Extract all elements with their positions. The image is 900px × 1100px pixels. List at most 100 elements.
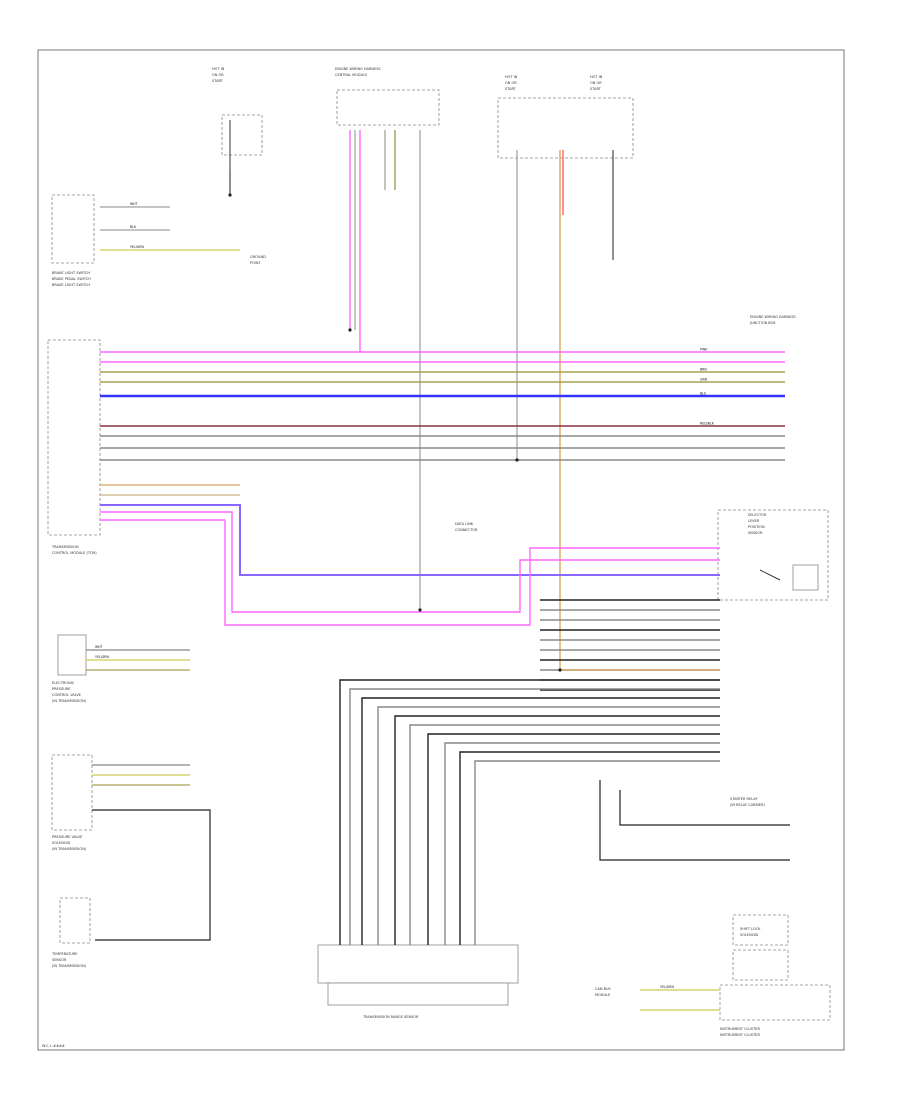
trs-wire-0 xyxy=(339,679,720,945)
splice-dot xyxy=(558,668,562,672)
trs-wire-8 xyxy=(459,751,720,945)
data-link-connector: DATA LINK CONNECTOR xyxy=(455,522,478,532)
svg-text:CONTROL MODULE (TCM): CONTROL MODULE (TCM) xyxy=(52,551,97,555)
svg-text:START: START xyxy=(505,87,517,91)
tcm-out-pink2 xyxy=(100,519,720,626)
svg-text:ENGINE WIRING HARNESS: ENGINE WIRING HARNESS xyxy=(335,67,381,71)
svg-text:(IN TRANSMISSION): (IN TRANSMISSION) xyxy=(52,699,87,703)
splice-dot xyxy=(228,193,232,197)
svg-text:LEVER: LEVER xyxy=(748,519,760,523)
trs-wire-9 xyxy=(474,760,720,945)
svg-text:JUNCTION BOX: JUNCTION BOX xyxy=(749,321,776,325)
wire-tags: WHT BLK YEL/GRN PINK BRN GRN BLU RED/BLK WHT YEL/… xyxy=(95,202,715,989)
temperature-sensor: TEMPERATURE SENSOR (IN TRANSMISSION) xyxy=(51,897,91,968)
svg-text:PRESSURE VALVE: PRESSURE VALVE xyxy=(52,835,82,839)
tcm-out-pink xyxy=(100,511,720,613)
trs-wire-7 xyxy=(444,742,720,945)
smart-junction-box: ENGINE WIRING HARNESS JUNCTION BOX xyxy=(749,315,796,325)
svg-text:HOT IN: HOT IN xyxy=(505,75,518,79)
svg-text:PRESSURE: PRESSURE xyxy=(52,687,70,691)
wires xyxy=(86,130,790,1011)
diagram-frame xyxy=(37,49,845,1051)
svg-text:ON OR: ON OR xyxy=(505,81,517,85)
svg-text:ELECTRONIC: ELECTRONIC xyxy=(52,681,75,685)
selector-lever-sensor: SELECTOR LEVER POSITION SENSOR xyxy=(717,509,829,601)
wire-color-label: GRN xyxy=(700,378,708,382)
electronic-pressure-valve: ELECTRONIC PRESSURE CONTROL VALVE (IN TR… xyxy=(52,634,87,703)
svg-text:STARTER RELAY: STARTER RELAY xyxy=(730,797,758,801)
splice-dot xyxy=(515,458,519,462)
splice-dot xyxy=(418,608,422,612)
trs-wire-1 xyxy=(349,688,720,945)
svg-text:DATA LINK: DATA LINK xyxy=(455,522,474,526)
ground-point: GROUND POINT xyxy=(250,255,266,265)
trs-wire-4 xyxy=(394,715,720,945)
fuse-box-right-b: HOT IN ON OR START xyxy=(590,75,603,91)
splice-dot xyxy=(348,328,352,332)
wire-color-label: WHT xyxy=(130,202,138,206)
pressure-valve-2: PRESSURE VALVE SOLENOID (IN TRANSMISSION… xyxy=(51,754,93,851)
svg-text:SOLENOID: SOLENOID xyxy=(52,841,71,845)
fuse-box-left: HOT IN ON OR START xyxy=(212,67,263,195)
wire-color-label: WHT xyxy=(95,645,103,649)
instrument-cluster: INSTRUMENT CLUSTER INSTRUMENT CLUSTER xyxy=(719,984,831,1037)
svg-text:SELECTOR: SELECTOR xyxy=(748,513,767,517)
page-code: W.C.I.-#### xyxy=(42,1044,65,1048)
wire-color-label: YEL/GRN xyxy=(660,985,674,989)
wire-color-label: PINK xyxy=(700,348,708,352)
svg-text:TEMPERATURE: TEMPERATURE xyxy=(51,952,77,956)
svg-text:BRAKE PEDAL SWITCH: BRAKE PEDAL SWITCH xyxy=(52,277,91,281)
svg-text:BRAKE LIGHT SWITCH: BRAKE LIGHT SWITCH xyxy=(52,283,90,287)
svg-text:ON OR: ON OR xyxy=(212,73,224,77)
svg-text:CONNECTOR: CONNECTOR xyxy=(455,528,478,532)
svg-text:(IN TRANSMISSION): (IN TRANSMISSION) xyxy=(52,847,87,851)
svg-text:(IN RELAY CARRIER): (IN RELAY CARRIER) xyxy=(730,803,766,807)
temp-loop xyxy=(92,809,211,941)
svg-text:CONTROL VALVE: CONTROL VALVE xyxy=(52,693,81,697)
wire-color-label: RED/BLK xyxy=(700,422,715,426)
svg-text:TRANSMISSION RANGE SENSOR: TRANSMISSION RANGE SENSOR xyxy=(362,1015,419,1019)
svg-text:SHIFT LOCK: SHIFT LOCK xyxy=(740,927,761,931)
starter-return xyxy=(599,780,790,861)
svg-text:HOT IN: HOT IN xyxy=(212,67,225,71)
brake-light-switch: BRAKE LIGHT SWITCH BRAKE PEDAL SWITCH BR… xyxy=(51,194,95,287)
trs-wire-5 xyxy=(409,724,720,945)
wire-color-label: YEL/GRN xyxy=(130,245,144,249)
svg-text:START: START xyxy=(212,79,224,83)
svg-text:CENTRAL MODULE: CENTRAL MODULE xyxy=(335,73,367,77)
trs-wire-2 xyxy=(361,697,720,945)
starter-relay: STARTER RELAY (IN RELAY CARRIER) xyxy=(730,797,766,807)
svg-text:ENGINE WIRING HARNESS: ENGINE WIRING HARNESS xyxy=(750,315,796,319)
svg-text:INSTRUMENT CLUSTER: INSTRUMENT CLUSTER xyxy=(720,1033,760,1037)
trs-wire-6 xyxy=(427,733,720,945)
svg-text:CAN BUS: CAN BUS xyxy=(595,987,612,991)
tcm-module: TRANSMISSION CONTROL MODULE (TCM) xyxy=(47,339,101,555)
wire-color-label: BLU xyxy=(700,392,707,396)
svg-text:MODULE: MODULE xyxy=(595,993,610,997)
wire-color-label: BRN xyxy=(700,368,707,372)
tcm-out-violet xyxy=(100,504,720,576)
svg-text:TRANSMISSION: TRANSMISSION xyxy=(51,545,79,549)
svg-text:SENSOR: SENSOR xyxy=(748,531,763,535)
fuse-box-center: ENGINE WIRING HARNESS CENTRAL MODULE xyxy=(335,67,440,126)
starter-feed xyxy=(619,790,790,826)
svg-text:POSITION: POSITION xyxy=(748,525,765,529)
svg-text:(IN TRANSMISSION): (IN TRANSMISSION) xyxy=(52,964,87,968)
svg-text:SOLENOID: SOLENOID xyxy=(740,933,759,937)
fuse-box-right-a: HOT IN ON OR START xyxy=(497,75,634,159)
wire-color-label: YEL/GRN xyxy=(95,655,109,659)
wire-color-label: BLK xyxy=(130,225,137,229)
shift-lock-solenoid: SHIFT LOCK SOLENOID xyxy=(732,914,789,981)
trs-wire-3 xyxy=(377,706,720,945)
can-bus-module: CAN BUS MODULE xyxy=(595,987,612,997)
svg-text:GROUND: GROUND xyxy=(250,255,266,259)
svg-text:POINT: POINT xyxy=(250,261,262,265)
svg-text:BRAKE LIGHT SWITCH: BRAKE LIGHT SWITCH xyxy=(52,271,90,275)
svg-text:SENSOR: SENSOR xyxy=(52,958,67,962)
svg-text:HOT IN: HOT IN xyxy=(590,75,603,79)
transmission-range-sensor: TRANSMISSION RANGE SENSOR xyxy=(317,944,519,1019)
svg-text:START: START xyxy=(590,87,602,91)
svg-text:ON OR: ON OR xyxy=(590,81,602,85)
svg-text:INSTRUMENT CLUSTER: INSTRUMENT CLUSTER xyxy=(720,1027,760,1031)
